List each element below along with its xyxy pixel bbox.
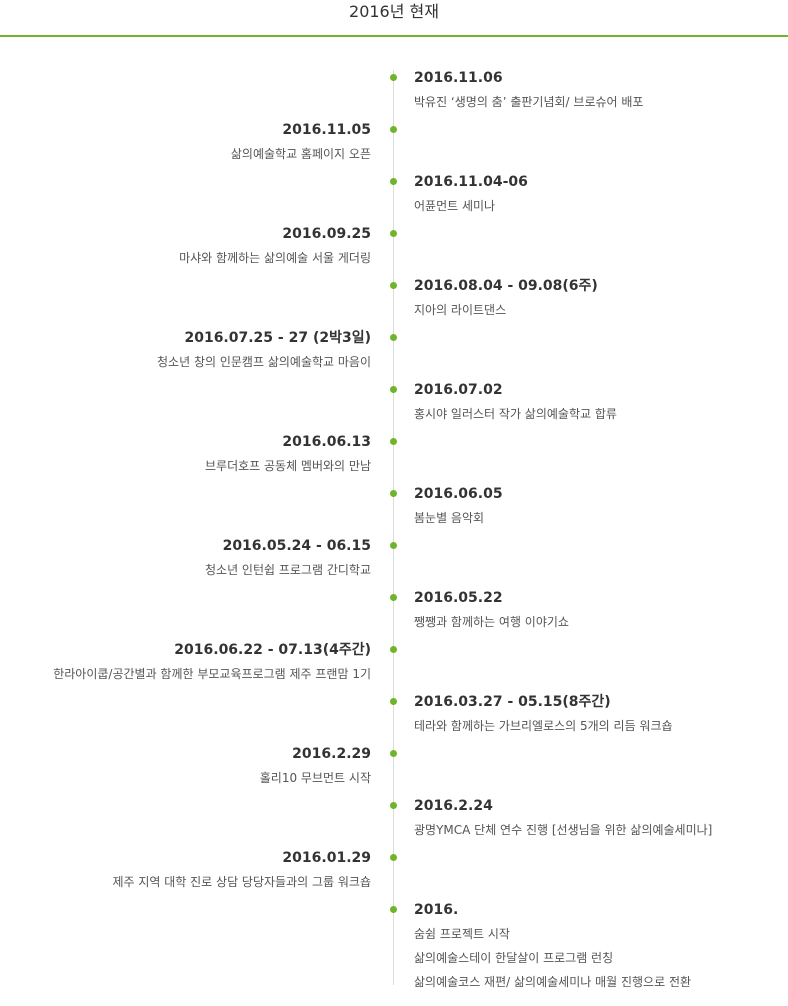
entry-description: 홀리10 무브먼트 시작 (259, 771, 371, 785)
timeline-dot (390, 490, 397, 497)
entry-description: 테라와 함께하는 가브리엘로스의 5개의 리듬 워크숍 (414, 719, 673, 733)
entry-description: 숨쉼 프로젝트 시작 (414, 927, 510, 941)
timeline-axis (393, 70, 394, 985)
timeline-entry: 2016.06.05 봄눈별 음악회 (414, 485, 503, 526)
timeline-dot (390, 282, 397, 289)
entry-description: 청소년 창의 인문캠프 삶의예술학교 마음이 (157, 355, 371, 369)
entry-date: 2016.11.05 (282, 122, 371, 138)
entry-date: 2016.06.13 (282, 434, 371, 450)
entry-description: 어퓬먼트 세미나 (414, 199, 496, 213)
entry-description: 쨍쨍과 함께하는 여행 이야기쇼 (414, 615, 569, 629)
entry-date: 2016.11.04-06 (414, 174, 528, 190)
entry-date: 2016. (414, 902, 459, 918)
timeline-entry: 2016.05.22 쨍쨍과 함께하는 여행 이야기쇼 (414, 589, 569, 630)
title-divider (0, 35, 788, 37)
entry-description: 마샤와 함께하는 삶의예술 서울 게더링 (179, 251, 371, 265)
entry-date: 2016.01.29 (282, 850, 371, 866)
timeline-dot (390, 854, 397, 861)
entry-description: 봄눈별 음악회 (414, 511, 485, 525)
entry-date: 2016.2.29 (292, 746, 371, 762)
entry-date: 2016.03.27 - 05.15(8주간) (414, 694, 611, 710)
timeline-dot (390, 750, 397, 757)
entry-date: 2016.06.22 - 07.13(4주간) (174, 642, 371, 658)
entry-date: 2016.09.25 (282, 226, 371, 242)
timeline-dot (390, 178, 397, 185)
timeline-dot (390, 802, 397, 809)
entry-date: 2016.08.04 - 09.08(6주) (414, 278, 598, 294)
entry-description: 브루더호프 공동체 멤버와의 만남 (204, 459, 371, 473)
entry-description: 삶의예술학교 홈페이지 오픈 (230, 147, 371, 161)
entry-description: 박유진 ‘생명의 춤’ 출판기념회/ 브로슈어 배포 (414, 95, 644, 109)
timeline-dot (390, 698, 397, 705)
entry-date: 2016.07.02 (414, 382, 503, 398)
timeline-entry: 2016.2.24 광명YMCA 단체 연수 진행 [선생님을 위한 삶의예술세미… (414, 797, 712, 838)
timeline-entry: 2016.2.29 홀리10 무브먼트 시작 (260, 745, 371, 786)
timeline-dot (390, 646, 397, 653)
timeline-dot (390, 74, 397, 81)
entry-description: 홍시야 일러스터 작가 삶의예술학교 합류 (414, 407, 617, 421)
timeline-entry: 2016.11.05 삶의예술학교 홈페이지 오픈 (231, 121, 371, 162)
timeline-dot (390, 906, 397, 913)
timeline-entry: 2016.07.25 - 27 (2박3일) 청소년 창의 인문캠프 삶의예술학교… (157, 329, 371, 370)
entry-date: 2016.07.25 - 27 (2박3일) (184, 330, 371, 346)
timeline-entry: 2016.07.02 홍시야 일러스터 작가 삶의예술학교 합류 (414, 381, 617, 422)
entry-date: 2016.06.05 (414, 486, 503, 502)
page-title: 2016년 현재 (349, 2, 439, 21)
timeline-dot (390, 230, 397, 237)
timeline-entry: 2016.11.06 박유진 ‘생명의 춤’ 출판기념회/ 브로슈어 배포 (414, 69, 643, 110)
timeline-dot (390, 386, 397, 393)
timeline-entry: 2016.03.27 - 05.15(8주간) 테라와 함께하는 가브리엘로스의 … (414, 693, 673, 734)
timeline-dot (390, 126, 397, 133)
entry-date: 2016.05.22 (414, 590, 503, 606)
entry-date: 2016.2.24 (414, 798, 493, 814)
entry-description: 삶의예술스테이 한달살이 프로그램 런칭 (414, 951, 614, 965)
timeline-entry: 2016.11.04-06 어퓬먼트 세미나 (414, 173, 528, 214)
entry-description: 삶의예술코스 재편/ 삶의예술세미나 매월 진행으로 전환 (414, 975, 692, 989)
timeline-dot (390, 542, 397, 549)
entry-description: 광명YMCA 단체 연수 진행 [선생님을 위한 삶의예술세미나] (414, 823, 713, 837)
entry-date: 2016.11.06 (414, 70, 503, 86)
entry-description: 청소년 인턴쉽 프로그램 간디학교 (204, 563, 371, 577)
timeline-dot (390, 334, 397, 341)
timeline-entry: 2016.06.22 - 07.13(4주간) 한라아이쿱/공간별과 함께한 부모… (53, 641, 371, 682)
entry-date: 2016.05.24 - 06.15 (222, 538, 371, 554)
timeline-entry: 2016.01.29 제주 지역 대학 진로 상담 당당자들과의 그룹 워크숍 (112, 849, 371, 890)
entry-description: 한라아이쿱/공간별과 함께한 부모교육프로그램 제주 프랜맘 1기 (53, 667, 371, 681)
timeline-entry: 2016.05.24 - 06.15 청소년 인턴쉽 프로그램 간디학교 (205, 537, 371, 578)
timeline-entry: 2016.06.13 브루더호프 공동체 멤버와의 만남 (205, 433, 371, 474)
entry-description: 지아의 라이트댄스 (414, 303, 507, 317)
entry-description: 제주 지역 대학 진로 상담 당당자들과의 그룹 워크숍 (112, 875, 371, 889)
timeline-dot (390, 438, 397, 445)
timeline-dot (390, 594, 397, 601)
timeline-entry: 2016.08.04 - 09.08(6주) 지아의 라이트댄스 (414, 277, 598, 318)
timeline-entry: 2016.09.25 마샤와 함께하는 삶의예술 서울 게더링 (179, 225, 371, 266)
